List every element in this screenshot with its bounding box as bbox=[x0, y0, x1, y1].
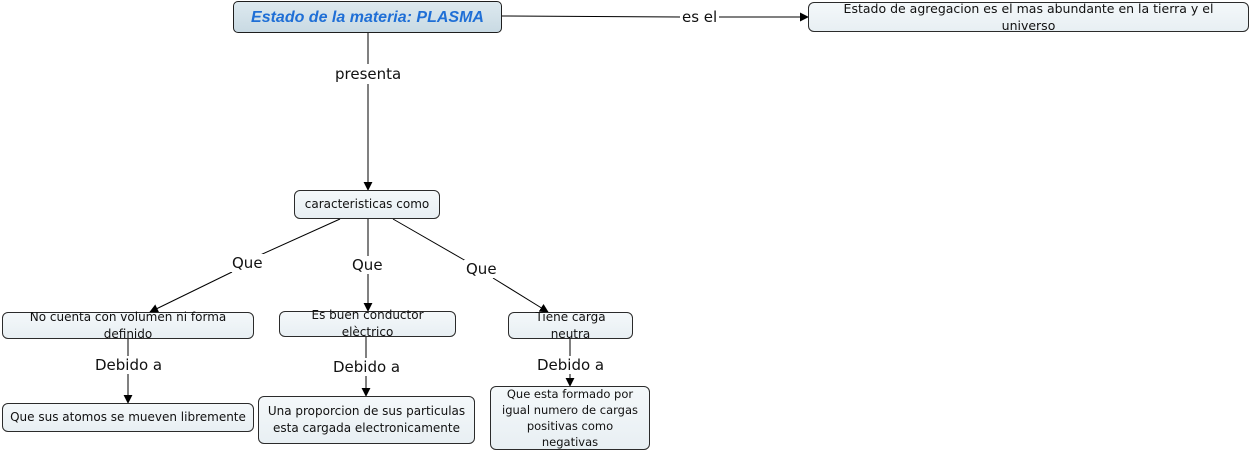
carga-node[interactable]: Tiene carga neutra bbox=[508, 310, 633, 341]
connector-que-right-to-carga bbox=[492, 277, 549, 313]
connector-root-to-esel bbox=[501, 15, 682, 18]
link-label-que-right: Que bbox=[464, 260, 499, 278]
formado-node[interactable]: Que esta formado por igual numero de car… bbox=[490, 386, 650, 450]
atomos-node[interactable]: Que sus atomos se mueven libremente bbox=[2, 403, 254, 432]
volumen-node[interactable]: No cuenta con volumen ni forma definido bbox=[2, 310, 254, 341]
connector-caract-to-que-left bbox=[257, 218, 341, 257]
link-label-debido-left: Debido a bbox=[93, 356, 165, 374]
connector-que-left-to-volumen bbox=[149, 271, 233, 313]
link-label-presenta: presenta bbox=[333, 65, 404, 83]
link-label-es-el: es el bbox=[680, 8, 720, 26]
root-concept-node[interactable]: Estado de la materia: PLASMA bbox=[233, 1, 502, 33]
caracteristicas-node[interactable]: caracteristicas como bbox=[294, 190, 440, 219]
definition-node[interactable]: Estado de agregacion es el mas abundante… bbox=[808, 1, 1249, 33]
link-label-que-mid: Que bbox=[350, 256, 385, 274]
proporcion-node[interactable]: Una proporcion de sus particulas esta ca… bbox=[258, 396, 475, 444]
link-label-que-left: Que bbox=[230, 254, 265, 272]
link-label-debido-mid: Debido a bbox=[331, 358, 403, 376]
connector-caract-to-que-right bbox=[392, 218, 467, 262]
conductor-node[interactable]: Es buen conductor elèctrico bbox=[279, 308, 456, 339]
link-label-debido-right: Debido a bbox=[535, 356, 607, 374]
